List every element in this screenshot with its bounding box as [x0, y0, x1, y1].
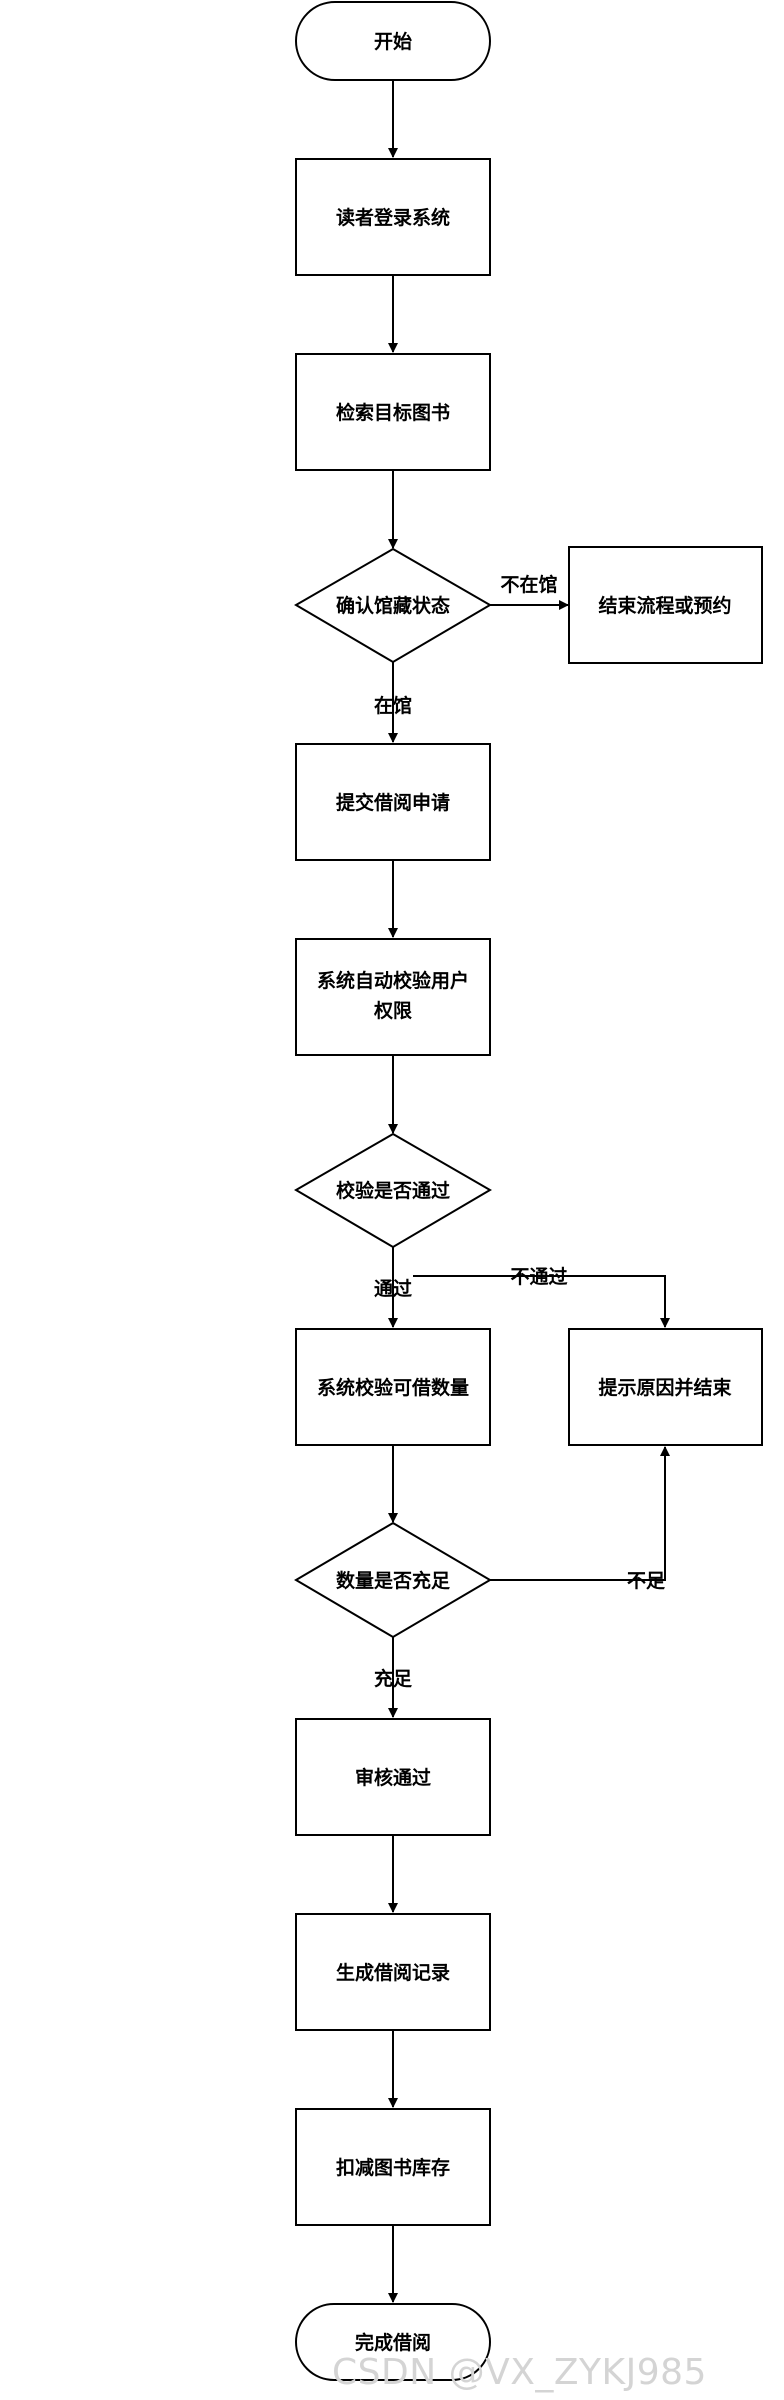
verify-passed-label: 校验是否通过 [336, 1179, 450, 1202]
end-or-reserve-process [568, 546, 763, 664]
finish-label: 完成借阅 [355, 2331, 431, 2354]
search-process [295, 353, 491, 471]
start-terminator [295, 1, 491, 81]
approve-label: 审核通过 [355, 1766, 431, 1789]
check-status-decision [294, 547, 492, 664]
edge-insufficient-to-notify [490, 1446, 670, 1581]
record-process [295, 1913, 491, 2031]
verify-process [295, 938, 491, 1056]
edges [388, 80, 670, 2303]
watermark: CSDN @VX_ZYKJ985 [332, 2352, 707, 2393]
edge-label-in-library: 在馆 [374, 694, 412, 717]
edge-labels: 不在馆 在馆 通过 不通过 不足 充足 [374, 573, 666, 1690]
notify-end-process [568, 1328, 763, 1446]
login-label: 读者登录系统 [336, 206, 450, 229]
edge-label-not-passed: 不通过 [510, 1266, 567, 1288]
count-check-label: 系统校验可借数量 [317, 1376, 469, 1399]
check-status-label: 确认馆藏状态 [336, 594, 450, 617]
search-label: 检索目标图书 [336, 401, 450, 424]
nodes: 开始 读者登录系统 检索目标图书 确认馆藏状态 结束流程或预约 提交借阅申请 系… [294, 1, 763, 2381]
edge-not-passed-to-notify [413, 1275, 670, 1328]
deduct-process [295, 2108, 491, 2226]
record-label: 生成借阅记录 [336, 1961, 450, 1984]
verify-label-line2: 权限 [373, 999, 412, 1022]
approve-process [295, 1718, 491, 1836]
edge-label-not-in-library: 不在馆 [500, 573, 557, 596]
edge-label-passed: 通过 [374, 1278, 412, 1300]
end-or-reserve-label: 结束流程或预约 [598, 594, 731, 617]
verify-passed-decision [294, 1132, 492, 1249]
deduct-label: 扣减图书库存 [336, 2156, 450, 2179]
finish-terminator [295, 2303, 491, 2381]
notify-end-label: 提示原因并结束 [598, 1376, 732, 1399]
submit-process [295, 743, 491, 861]
count-check-process [295, 1328, 491, 1446]
login-process [295, 158, 491, 276]
start-label: 开始 [374, 30, 412, 53]
verify-label-line1: 系统自动校验用户 [317, 969, 469, 992]
edge-label-sufficient: 充足 [374, 1667, 413, 1690]
count-enough-decision [294, 1521, 492, 1639]
count-enough-label: 数量是否充足 [336, 1569, 451, 1592]
edge-label-insufficient: 不足 [627, 1570, 666, 1592]
submit-label: 提交借阅申请 [336, 791, 450, 814]
